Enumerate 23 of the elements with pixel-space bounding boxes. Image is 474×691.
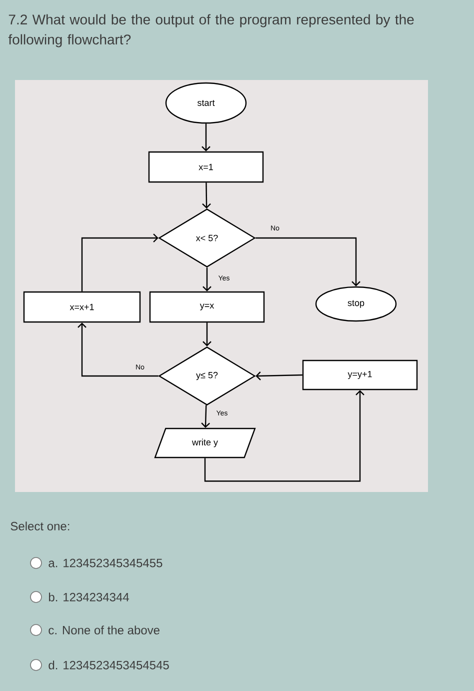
process-box: y=x xyxy=(149,291,265,323)
output-parallelogram: write y xyxy=(154,428,256,458)
arrow xyxy=(81,234,158,292)
arrow xyxy=(256,237,360,286)
arrow xyxy=(256,371,302,380)
arrow xyxy=(201,405,210,428)
arrow xyxy=(202,322,212,346)
arrow xyxy=(204,390,364,482)
process-box: y=y+1 xyxy=(302,360,418,390)
arrow xyxy=(78,322,158,377)
option-text: c. None of the above xyxy=(48,626,160,634)
option-text: b. 1234234344 xyxy=(48,592,130,602)
question-text: 7.2 What would be the output of the program represented by the following flowchart? xyxy=(8,14,414,48)
arrow xyxy=(202,124,210,152)
option-text: a. 123452345345455 xyxy=(48,558,162,568)
arrow xyxy=(202,182,211,209)
option-text: d. 1234523453454545 xyxy=(48,660,169,670)
terminal-oval: start xyxy=(165,82,247,124)
process-box: x=1 xyxy=(148,151,264,183)
arrow xyxy=(202,268,212,292)
process-box: x=x+1 xyxy=(23,291,141,323)
prompt-text: Select one: xyxy=(10,522,70,530)
terminal-oval: stop xyxy=(315,286,397,322)
